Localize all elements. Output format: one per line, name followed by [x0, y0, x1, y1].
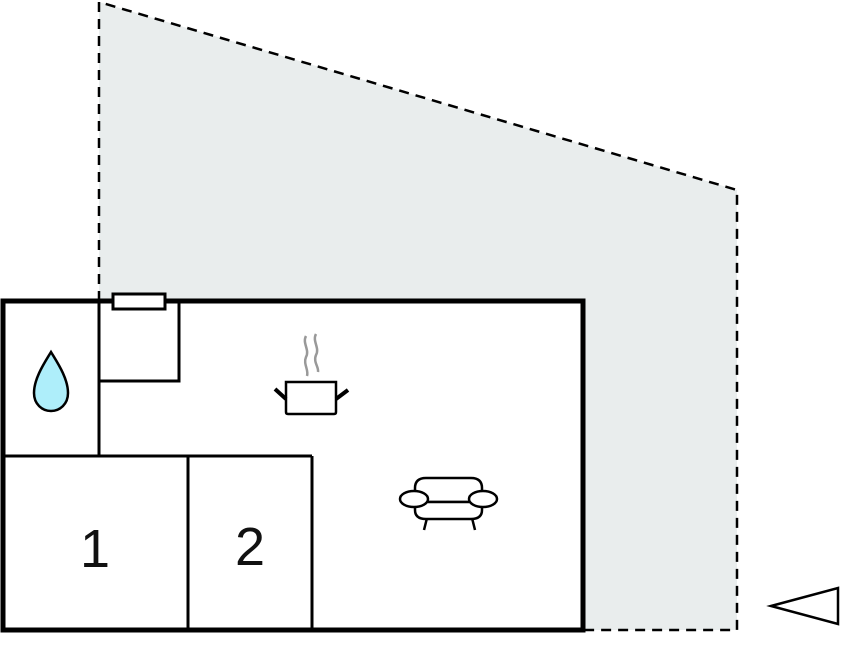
- cooking-pot-icon: [273, 333, 350, 416]
- sofa-icon: [398, 476, 499, 531]
- direction-arrow-icon: [766, 586, 840, 626]
- window: [111, 292, 167, 311]
- house-outline: [0, 298, 586, 633]
- water-drop-icon: [32, 349, 70, 413]
- interior-walls: [3, 301, 314, 630]
- room-2-label: 2: [235, 517, 265, 577]
- room-1-label: 1: [80, 519, 110, 579]
- terrace-area: [99, 2, 737, 630]
